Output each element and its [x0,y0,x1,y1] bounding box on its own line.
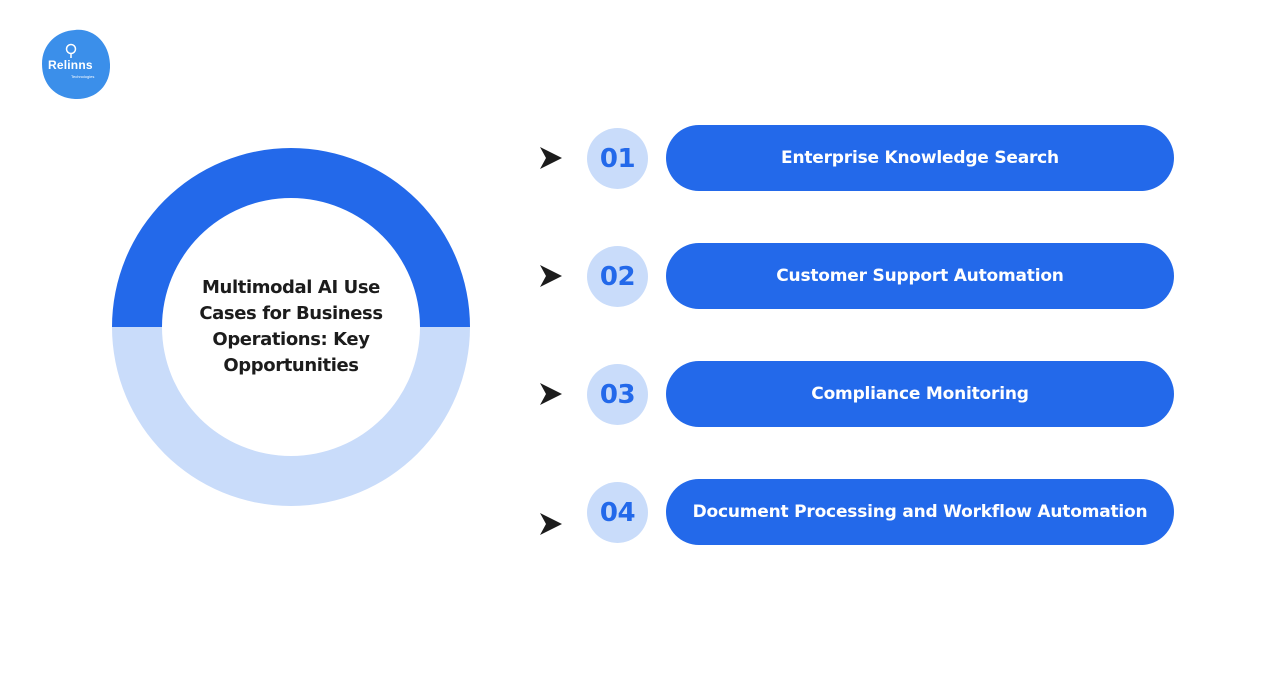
list-item-4: 04 Document Processing and Workflow Auto… [538,479,1178,545]
list-item-2: 02 Customer Support Automation [538,243,1178,309]
logo-blob-icon [42,29,111,100]
item-number: 02 [587,246,648,307]
ring-top-half [112,148,470,327]
item-number: 04 [587,482,648,543]
logo-name: Relinns [48,58,93,72]
arrow-right-icon [538,145,564,171]
item-label-pill: Enterprise Knowledge Search [666,125,1174,191]
item-label-pill: Customer Support Automation [666,243,1174,309]
arrow-right-icon [538,263,564,289]
title-ring [112,148,470,506]
diagram-title-wrapper: Multimodal AI Use Cases for Business Ope… [162,196,420,458]
item-number: 01 [587,128,648,189]
item-label-pill: Compliance Monitoring [666,361,1174,427]
arrow-right-icon [538,511,564,537]
list-item-1: 01 Enterprise Knowledge Search [538,125,1178,191]
item-number: 03 [587,364,648,425]
list-item-3: 03 Compliance Monitoring [538,361,1178,427]
ring-bottom-half [112,327,470,506]
diagram-title: Multimodal AI Use Cases for Business Ope… [199,277,383,376]
logo: Relinns Technologies [41,28,111,100]
item-label-pill: Document Processing and Workflow Automat… [666,479,1174,545]
arrow-right-icon [538,381,564,407]
logo-subtitle: Technologies [71,74,95,79]
